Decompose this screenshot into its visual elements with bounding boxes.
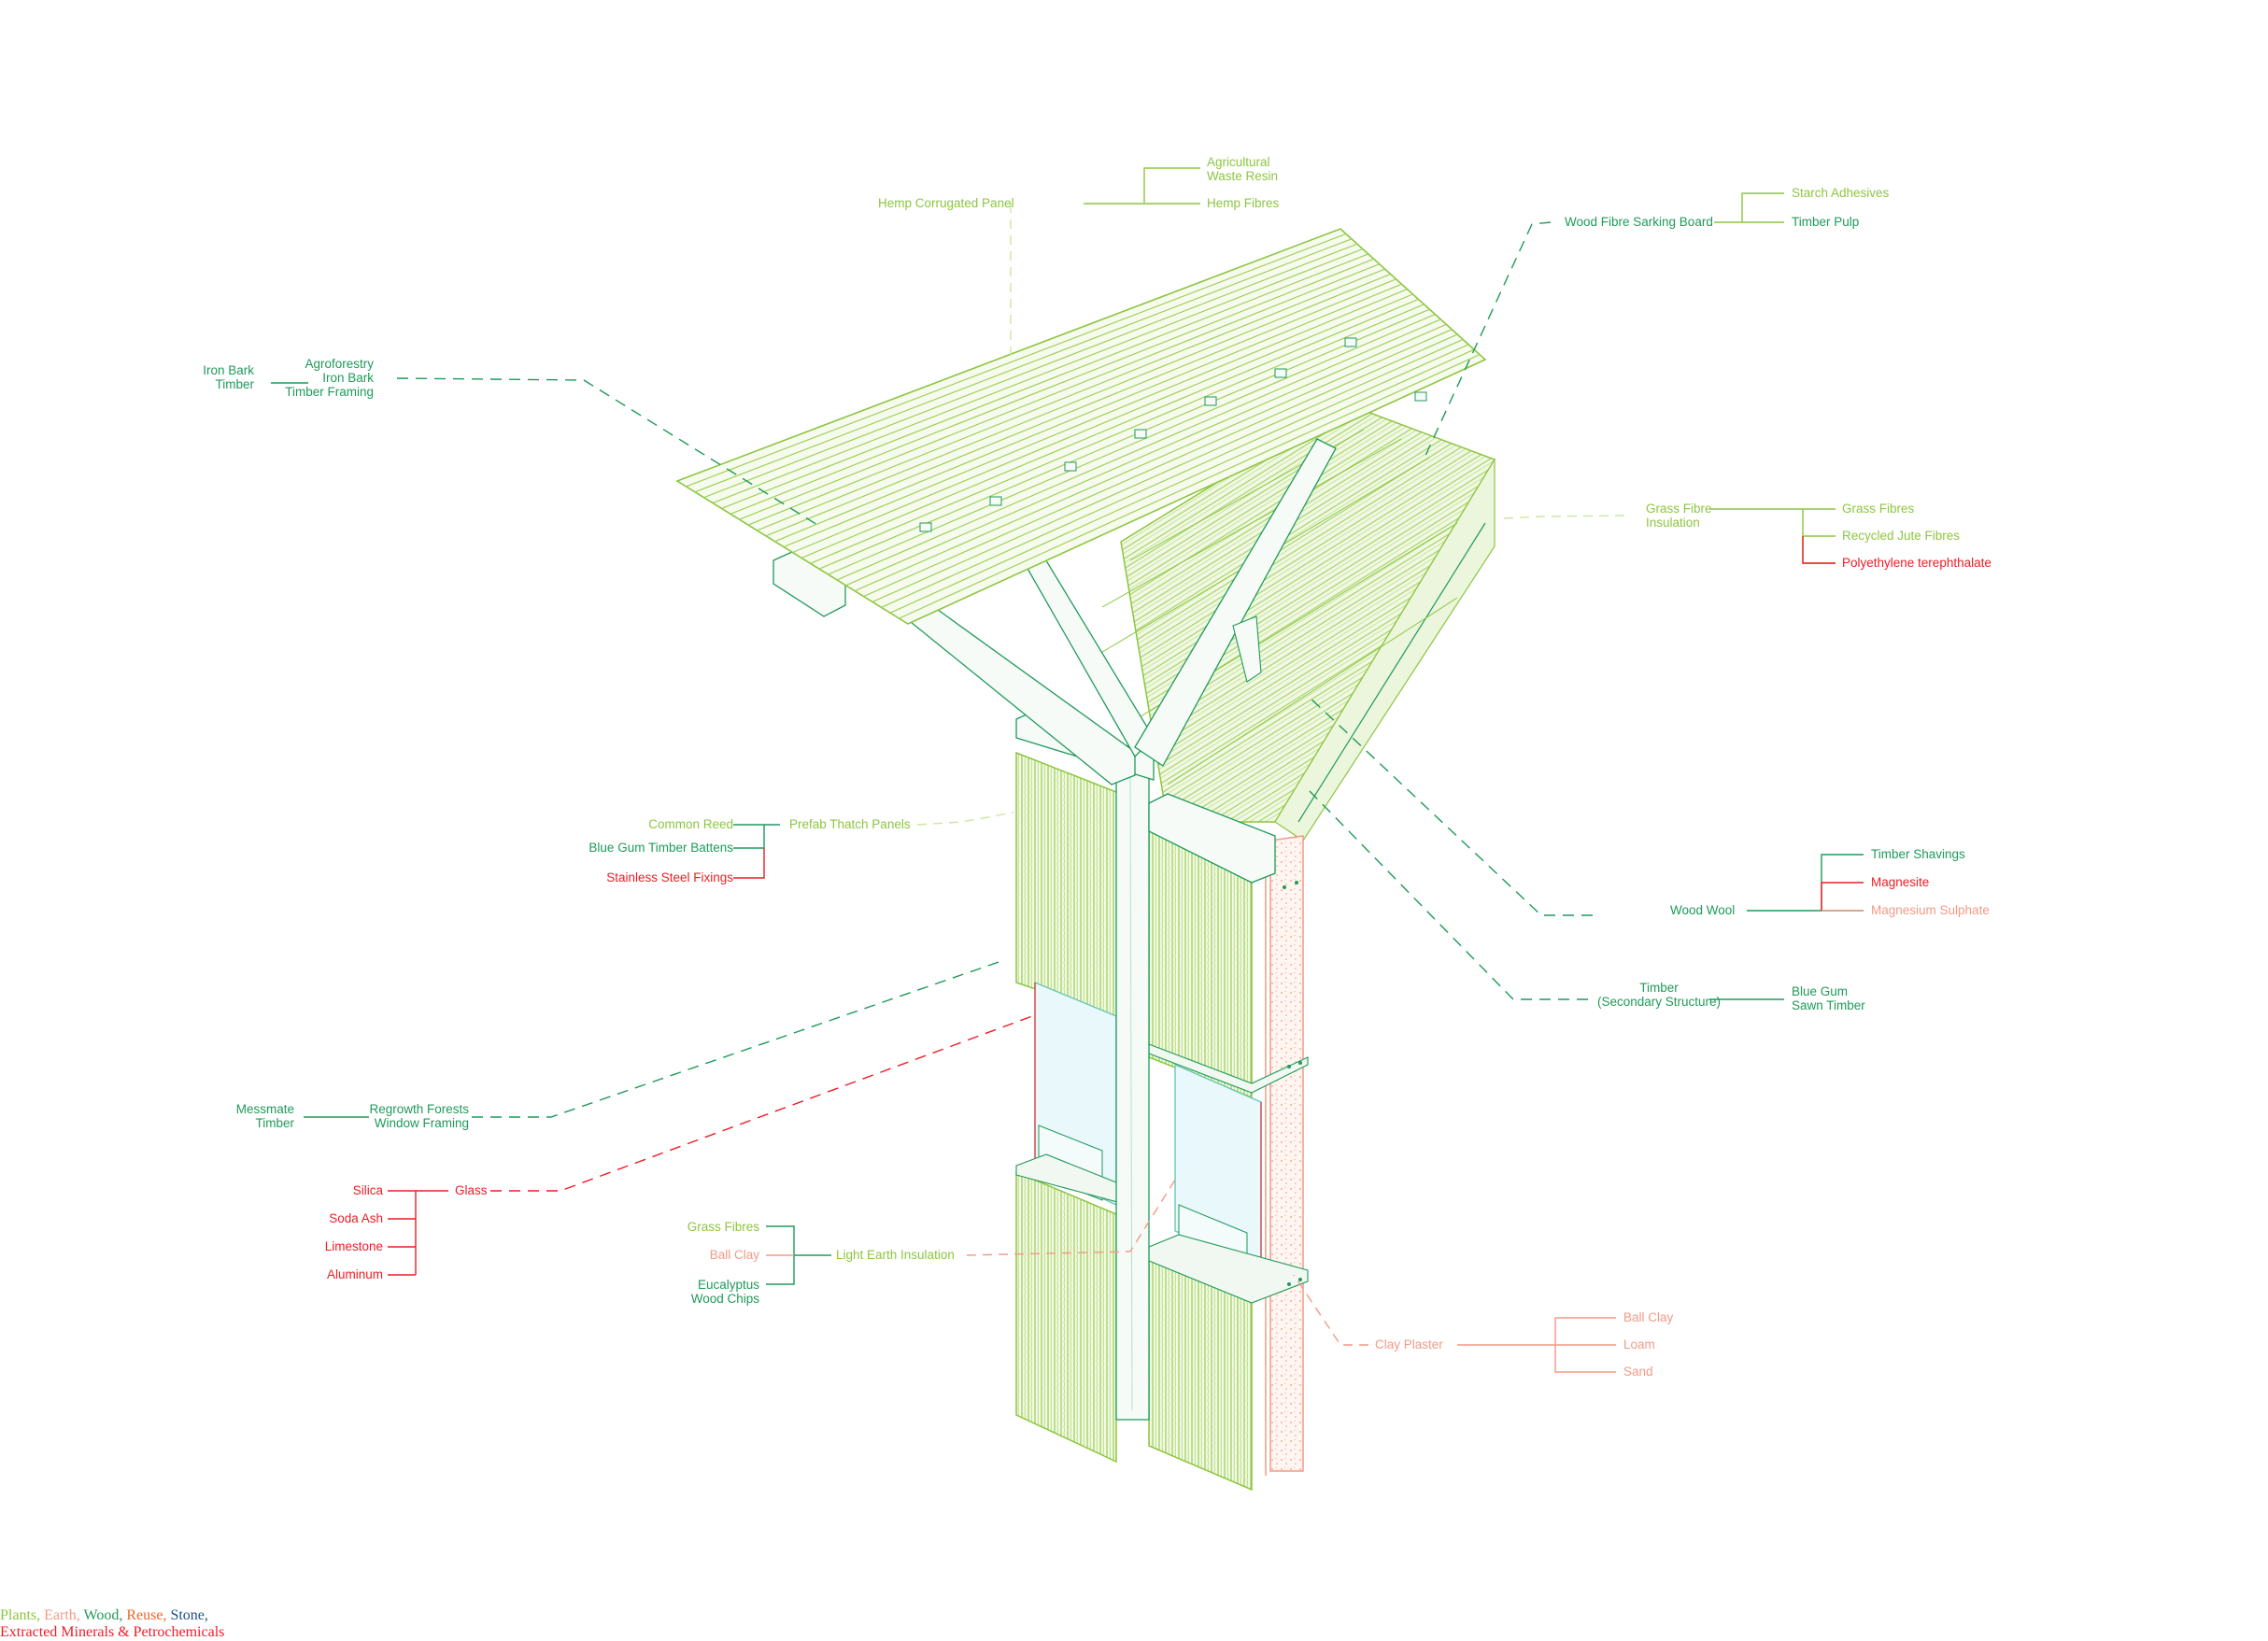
label-glass: Glass bbox=[455, 1183, 488, 1197]
corrugation-line bbox=[881, 344, 1469, 608]
label-aluminum: Aluminum bbox=[326, 1267, 383, 1281]
label-light-earth-insulation: Light Earth Insulation bbox=[836, 1248, 955, 1262]
label-hemp-corrugated-panel: Hemp Corrugated Panel bbox=[878, 196, 1014, 210]
corrugation-line bbox=[801, 298, 1419, 559]
left-lower-panel bbox=[1015, 1170, 1117, 1464]
purlins bbox=[919, 337, 1427, 532]
label-blue-gum-sawn-timber: Blue Gum Sawn Timber bbox=[1792, 984, 1865, 1012]
label-magnesite: Magnesite bbox=[1871, 875, 1930, 889]
corrugation-line bbox=[774, 283, 1402, 543]
label-loam: Loam bbox=[1623, 1337, 1655, 1351]
legend-earth: Earth, bbox=[44, 1607, 80, 1623]
label-ball-clay-light-earth: Ball Clay bbox=[709, 1248, 759, 1262]
batten-edge bbox=[1297, 522, 1486, 823]
diagonal-brace bbox=[1232, 615, 1262, 683]
label-wood-wool: Wood Wool bbox=[1670, 903, 1736, 917]
corrugation-line bbox=[721, 253, 1369, 509]
corrugation-line bbox=[694, 238, 1353, 493]
label-sand: Sand bbox=[1623, 1365, 1653, 1379]
label-ball-clay-plaster: Ball Clay bbox=[1623, 1310, 1674, 1324]
legend-reuse: Reuse, bbox=[126, 1607, 167, 1623]
timber-post bbox=[1115, 742, 1150, 1421]
corrugation-line bbox=[899, 354, 1481, 619]
corrugation-line bbox=[703, 243, 1358, 499]
diagram-stage: Hemp Corrugated Panel Agricultural Waste… bbox=[0, 155, 1992, 1640]
label-grass-fibres-light-earth: Grass Fibres bbox=[687, 1220, 759, 1234]
label-stainless-steel-fixings: Stainless Steel Fixings bbox=[606, 870, 733, 884]
label-magnesium-sulphate: Magnesium Sulphate bbox=[1871, 903, 1990, 917]
label-agricultural-waste-resin: Agricultural Waste Resin bbox=[1207, 155, 1279, 183]
corrugation-line bbox=[739, 263, 1380, 520]
corrugation-line bbox=[757, 273, 1391, 531]
corrugation-line bbox=[686, 233, 1347, 488]
label-grass-fibres-insulation: Grass Fibres bbox=[1842, 502, 1915, 516]
legend-extracted-minerals: Extracted Minerals & Petrochemicals bbox=[0, 1624, 225, 1640]
legend-line-2: Extracted Minerals & Petrochemicals bbox=[0, 1624, 2268, 1641]
leader-lines bbox=[271, 167, 1864, 1373]
legend-line-1: Plants, Earth, Wood, Reuse, Stone, bbox=[0, 1607, 2268, 1624]
corrugations bbox=[686, 233, 1481, 619]
corrugation-line bbox=[747, 268, 1385, 526]
label-recycled-jute-fibres: Recycled Jute Fibres bbox=[1842, 529, 1961, 543]
corrugation-line bbox=[712, 248, 1364, 504]
corrugation-line bbox=[836, 318, 1441, 581]
clay-plaster-strip bbox=[1269, 835, 1304, 1472]
label-timber-pulp: Timber Pulp bbox=[1792, 215, 1860, 229]
corrugation-line bbox=[872, 338, 1464, 603]
ring-beam-right bbox=[1148, 793, 1276, 884]
label-timber-shavings: Timber Shavings bbox=[1871, 847, 1965, 861]
corrugation-line bbox=[783, 289, 1408, 548]
label-limestone: Limestone bbox=[324, 1239, 383, 1253]
left-thatch-panel bbox=[1015, 751, 1122, 1020]
corrugation-line bbox=[854, 329, 1453, 592]
label-soda-ash: Soda Ash bbox=[329, 1211, 383, 1225]
corrugation-line bbox=[889, 348, 1475, 614]
isometric-wall-section bbox=[0, 167, 1864, 1492]
label-grass-fibre-insulation: Grass Fibre Insulation bbox=[1646, 502, 1712, 530]
label-messmate-timber: Messmate Timber bbox=[235, 1102, 294, 1130]
legend-plants: Plants, bbox=[0, 1607, 41, 1623]
legend-wood: Wood, bbox=[83, 1607, 123, 1623]
corrugation-line bbox=[765, 278, 1396, 537]
label-polyethylene-terephthalate: Polyethylene terephthalate bbox=[1842, 556, 1992, 570]
corrugation-line bbox=[810, 304, 1425, 564]
building-drawing bbox=[675, 228, 1496, 1492]
legend-stone: Stone, bbox=[170, 1607, 208, 1623]
label-common-reed: Common Reed bbox=[648, 817, 733, 831]
label-agroforestry-framing: Agroforestry Iron Bark Timber Framing bbox=[285, 357, 374, 399]
label-clay-plaster: Clay Plaster bbox=[1375, 1337, 1443, 1351]
label-iron-bark-timber: Iron Bark Timber bbox=[203, 363, 254, 391]
label-prefab-thatch-panels: Prefab Thatch Panels bbox=[789, 817, 911, 831]
label-timber-secondary-structure: Timber (Secondary Structure) bbox=[1597, 981, 1722, 1009]
corrugation-line bbox=[792, 293, 1413, 554]
label-hemp-fibres: Hemp Fibres bbox=[1207, 196, 1280, 210]
label-wood-fibre-sarking-board: Wood Fibre Sarking Board bbox=[1565, 215, 1713, 229]
corrugation-line bbox=[845, 323, 1447, 587]
label-eucalyptus-wood-chips: Eucalyptus Wood Chips bbox=[690, 1278, 759, 1306]
corrugation-line bbox=[730, 258, 1374, 515]
y-frame-right-arm bbox=[1134, 438, 1337, 767]
label-blue-gum-timber-battens: Blue Gum Timber Battens bbox=[588, 841, 733, 855]
label-regrowth-forests-window-framing: Regrowth Forests Window Framing bbox=[369, 1102, 469, 1130]
label-starch-adhesives: Starch Adhesives bbox=[1792, 186, 1890, 200]
fixings bbox=[1283, 881, 1302, 1286]
label-silica: Silica bbox=[352, 1183, 383, 1197]
corrugation-line bbox=[863, 333, 1458, 598]
